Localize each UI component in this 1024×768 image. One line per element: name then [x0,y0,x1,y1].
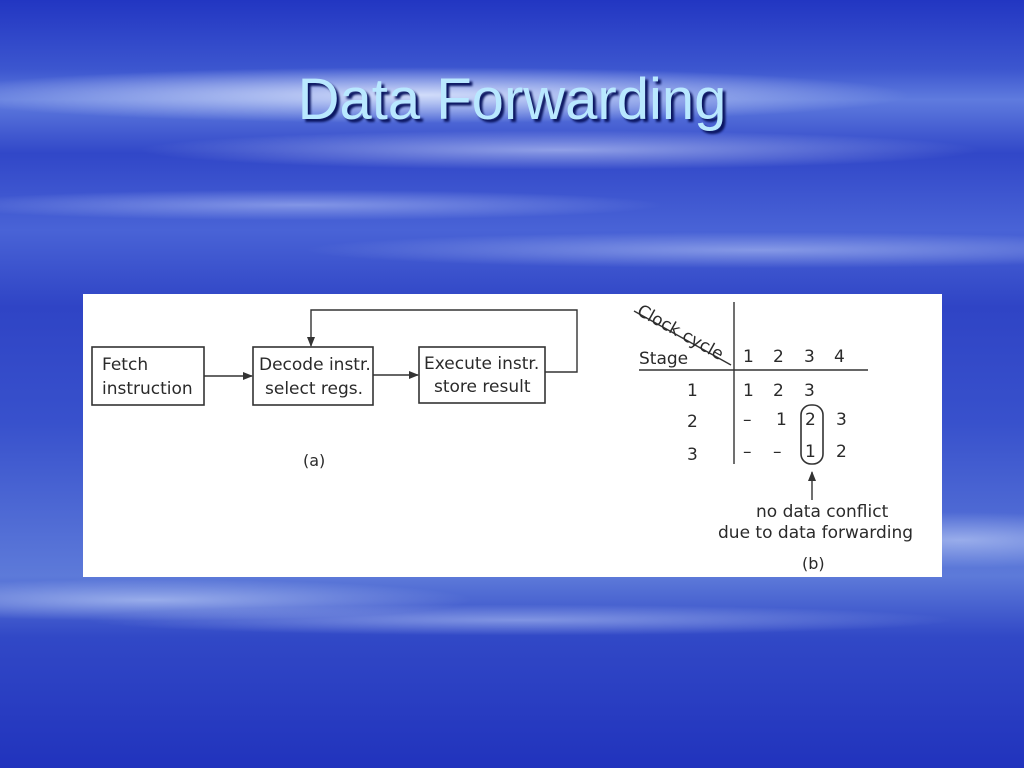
stage-label-2: 2 [687,412,698,432]
execute-box-line2: store result [434,377,531,397]
slide-title: Data Forwarding [297,67,727,132]
annotation-line2: due to data forwarding [718,523,913,543]
feedback-arrow [307,309,578,373]
col-header-4: 4 [834,347,845,367]
execute-box [418,346,546,404]
decode-box-line2: select regs. [265,379,363,399]
caption-a: (a) [303,451,325,470]
cell-r2-c2: 1 [776,410,787,430]
forwarding-highlight-oval [800,404,824,465]
col-header-3: 3 [804,347,815,367]
stage-label-1: 1 [687,381,698,401]
cell-r1-c2: 2 [773,381,784,401]
cell-r3-c1: – [743,442,752,462]
header-diagonal-line [633,310,732,366]
annotation-line1: no data conflict [756,502,889,522]
cell-r1-c3: 3 [804,381,815,401]
cell-r2-c4: 3 [836,410,847,430]
caption-b: (b) [802,554,825,573]
cell-r2-c3: 2 [805,410,816,430]
fetch-box-line2: instruction [102,379,193,399]
decode-box [252,346,374,406]
execute-box-line1: Execute instr. [424,354,539,374]
cell-r3-c4: 2 [836,442,847,462]
figure-canvas: Fetch instruction Decode instr. select r… [91,301,913,573]
stage-label-3: 3 [687,445,698,465]
cell-r3-c2: – [773,442,782,462]
col-header-1: 1 [743,347,754,367]
cell-r3-c3: 1 [805,442,816,462]
forwarding-figure: Fetch instruction Decode instr. select r… [83,294,942,577]
cell-r2-c1: – [743,410,752,430]
col-header-2: 2 [773,347,784,367]
cell-r1-c1: 1 [743,381,754,401]
decode-box-line1: Decode instr. [259,355,371,375]
stage-header: Stage [639,349,688,369]
fetch-box-line1: Fetch [102,355,148,375]
pipeline-diagram: Fetch instruction Decode instr. select r… [91,309,578,470]
timing-table: Clock cycle Stage 1 2 3 4 1 1 2 3 2 – 1 … [634,301,913,573]
